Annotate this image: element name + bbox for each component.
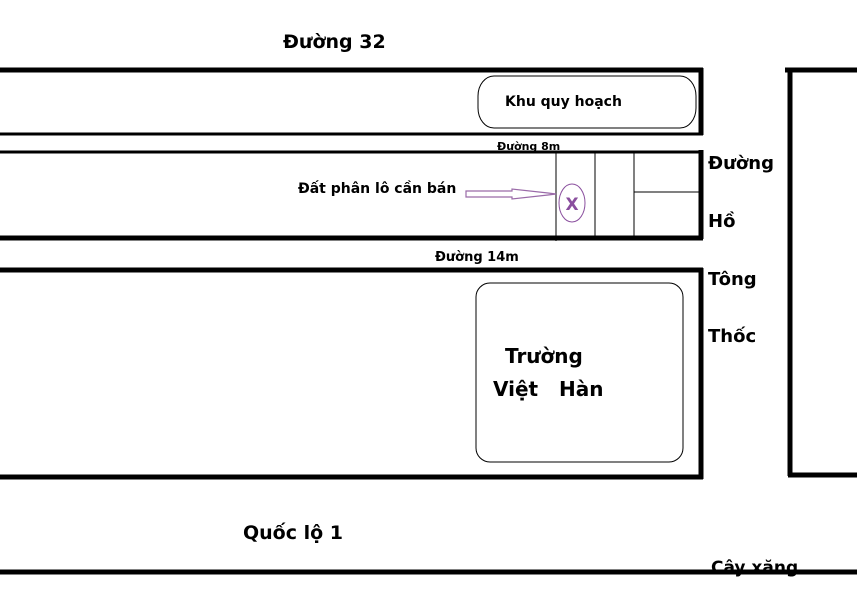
road-label-14m: Đường 14m (435, 250, 519, 265)
plot-marker-circle (558, 183, 586, 223)
right-block (785, 67, 857, 478)
middle-block (0, 150, 704, 241)
road-label-quoc-lo-1: Quốc lộ 1 (243, 521, 343, 544)
planning-zone-label: Khu quy hoạch (505, 94, 622, 110)
planning-zone-outline (477, 75, 697, 129)
road-label-duong-32: Đường 32 (283, 31, 386, 53)
road-label-right-2: Hồ (708, 211, 735, 232)
school-label-line-1: Trường (505, 344, 583, 368)
bottom-block: Trường Việt Hàn (0, 267, 704, 480)
road-label-right-3: Tông (708, 269, 757, 290)
road-label-8m: Đường 8m (497, 140, 560, 153)
top-block: Khu quy hoạch (0, 67, 704, 136)
school-outline (475, 282, 684, 463)
school-label-line-2: Việt Hàn (493, 377, 603, 401)
road-label-right-4: Thốc (708, 326, 756, 347)
gas-station-label: Cây xăng (711, 558, 798, 578)
plot-for-sale-label: Đất phân lô cần bán (298, 180, 456, 197)
plot-marker-x: X (565, 195, 578, 215)
arrow-icon (465, 188, 557, 200)
road-label-right-1: Đường (708, 153, 774, 174)
